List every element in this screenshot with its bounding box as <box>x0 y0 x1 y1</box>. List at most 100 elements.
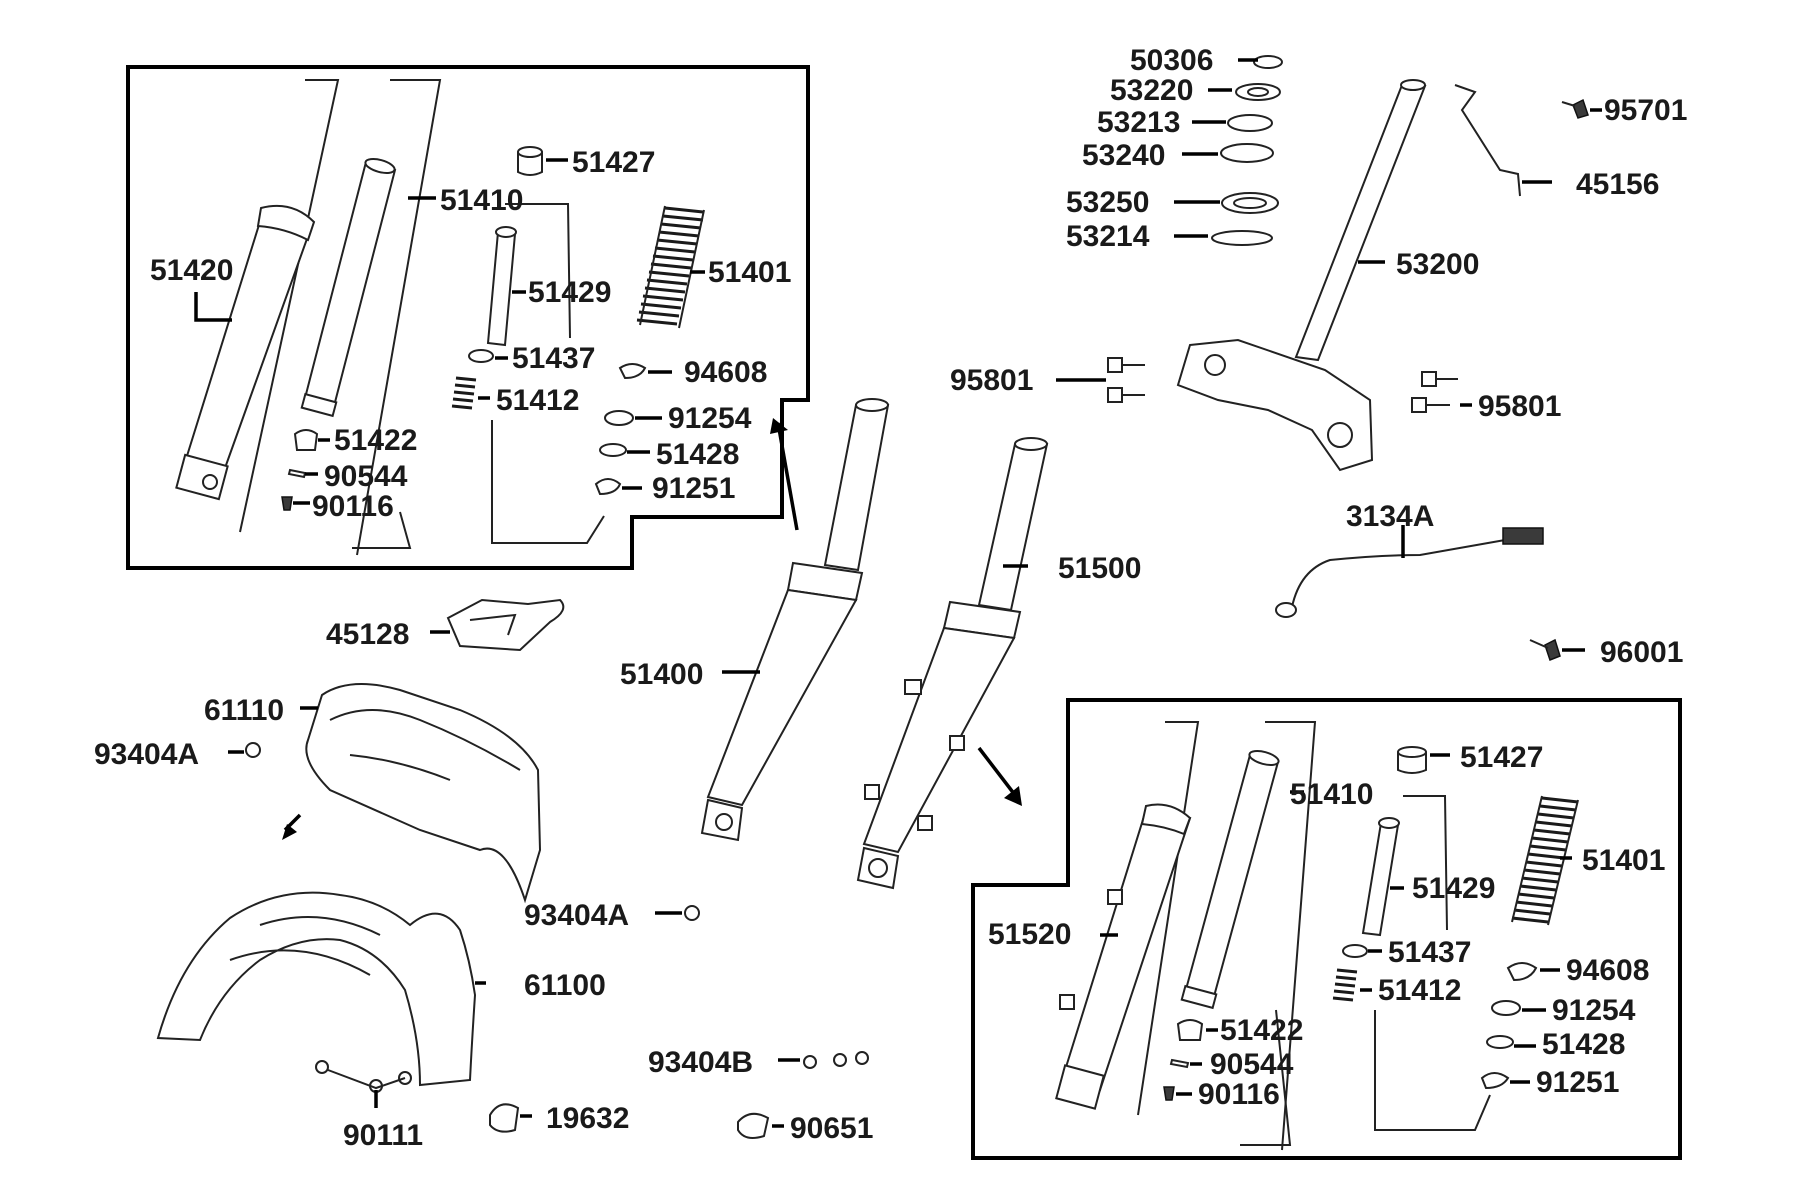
steering-stem-53200 <box>1176 79 1427 472</box>
label-94608-top: 94608 <box>684 356 767 389</box>
bolts-95801-right <box>1411 371 1458 413</box>
fork-leg-51500 <box>856 437 1049 890</box>
screws-93404B <box>803 1051 869 1069</box>
label-90116-top: 90116 <box>312 490 394 523</box>
bolt-96001 <box>1529 638 1561 661</box>
label-95801-right: 95801 <box>1478 390 1561 423</box>
brake-hose-guide-45128 <box>446 598 565 652</box>
bearing-stack <box>1211 55 1283 246</box>
washer-51428 <box>599 443 627 457</box>
label-51437-bottom: 51437 <box>1388 936 1471 969</box>
label-91251-bottom: 91251 <box>1536 1066 1619 1099</box>
outer-tube-51520 <box>1055 721 1317 1151</box>
label-19632: 19632 <box>546 1102 629 1135</box>
washer-91254-bottom <box>1491 1000 1521 1016</box>
label-91254-top: 91254 <box>668 402 752 435</box>
label-45128: 45128 <box>326 618 409 651</box>
front-fender-61100 <box>156 891 477 1087</box>
screw-93404A-left <box>245 742 261 758</box>
clip-19632 <box>489 1103 520 1133</box>
label-90544-bottom: 90544 <box>1210 1048 1294 1081</box>
label-91254-bottom: 91254 <box>1552 994 1636 1027</box>
label-95801-left: 95801 <box>950 364 1033 397</box>
bush-51422-bottom <box>1176 1019 1204 1041</box>
washer-94608-bottom <box>1506 962 1538 982</box>
washer-91254 <box>604 410 634 426</box>
screws-90111 <box>315 1060 412 1093</box>
label-51420-top: 51420 <box>150 254 233 287</box>
damper-rod-51410-bottom <box>1180 750 1280 1010</box>
bolt-95701 <box>1561 98 1589 119</box>
label-51428-bottom: 51428 <box>1542 1028 1625 1061</box>
bush-51422 <box>293 429 319 451</box>
label-51400: 51400 <box>620 658 703 691</box>
bolt-90116 <box>281 496 293 511</box>
washer-51428-bottom <box>1486 1035 1514 1049</box>
label-51429-bottom: 51429 <box>1412 872 1495 905</box>
cap-51427 <box>517 146 543 176</box>
label-90544-top: 90544 <box>324 460 408 493</box>
washer-94608 <box>618 363 647 380</box>
screw-93404A-mid <box>684 905 700 921</box>
label-51427-top: 51427 <box>572 146 655 179</box>
washer-91251 <box>594 478 622 496</box>
spring-51412 <box>451 376 477 410</box>
hose-guide-45156 <box>1454 84 1521 197</box>
pin-90544-bottom <box>1169 1058 1190 1069</box>
bolt-90116-bottom <box>1163 1086 1175 1101</box>
label-45156: 45156 <box>1576 168 1659 201</box>
clip-51437-bottom <box>1342 944 1368 958</box>
label-51422-top: 51422 <box>334 424 417 457</box>
clip-90651 <box>737 1112 770 1139</box>
label-51412-bottom: 51412 <box>1378 974 1461 1007</box>
label-51401-top: 51401 <box>708 256 791 289</box>
label-91251-top: 91251 <box>652 472 735 505</box>
label-53220: 53220 <box>1110 74 1193 107</box>
label-93404A-mid: 93404A <box>524 899 629 932</box>
label-93404A-left: 93404A <box>94 738 199 771</box>
label-51520: 51520 <box>988 918 1071 951</box>
label-51437-top: 51437 <box>512 342 595 375</box>
label-53214: 53214 <box>1066 220 1150 253</box>
label-51500: 51500 <box>1058 552 1141 585</box>
label-93404B: 93404B <box>648 1046 753 1079</box>
label-90116-bottom: 90116 <box>1198 1078 1280 1111</box>
label-51412-top: 51412 <box>496 384 579 417</box>
label-95701: 95701 <box>1604 94 1687 127</box>
exploded-view-frame-left <box>126 65 810 570</box>
label-53250: 53250 <box>1066 186 1149 219</box>
sensor-cable-3134A <box>1275 527 1544 618</box>
bolts-95801-left <box>1107 357 1145 403</box>
inner-fender-61110 <box>305 683 542 904</box>
label-53213: 53213 <box>1097 106 1180 139</box>
label-51427-bottom: 51427 <box>1460 741 1543 774</box>
label-51401-bottom: 51401 <box>1582 844 1665 877</box>
label-3134A: 3134A <box>1346 500 1434 533</box>
label-61100: 61100 <box>524 969 606 1002</box>
label-90111: 90111 <box>343 1119 423 1152</box>
label-51410-bottom: 51410 <box>1290 778 1373 811</box>
label-90651: 90651 <box>790 1112 873 1145</box>
clip-51437 <box>468 349 494 363</box>
label-51410-top: 51410 <box>440 184 523 217</box>
outer-tube-51420 <box>175 79 442 556</box>
exploded-view-frame-right <box>971 698 1682 1160</box>
label-96001: 96001 <box>1600 636 1683 669</box>
inner-tube-51429-bottom <box>1361 795 1448 937</box>
label-61110: 61110 <box>204 694 284 727</box>
label-53200: 53200 <box>1396 248 1479 281</box>
spring-51401 <box>636 205 705 329</box>
label-51422-bottom: 51422 <box>1220 1014 1303 1047</box>
label-94608-bottom: 94608 <box>1566 954 1649 987</box>
washer-91251-bottom <box>1480 1072 1510 1090</box>
inner-tube-51429 <box>486 203 571 347</box>
spring-51412-bottom <box>1332 968 1358 1002</box>
label-51428-top: 51428 <box>656 438 739 471</box>
fork-leg-51400 <box>700 398 890 842</box>
cap-51427-bottom <box>1397 746 1427 774</box>
pin-90544 <box>287 468 307 479</box>
label-51429-top: 51429 <box>528 276 611 309</box>
damper-rod-51410 <box>300 158 397 418</box>
label-50306: 50306 <box>1130 44 1213 77</box>
